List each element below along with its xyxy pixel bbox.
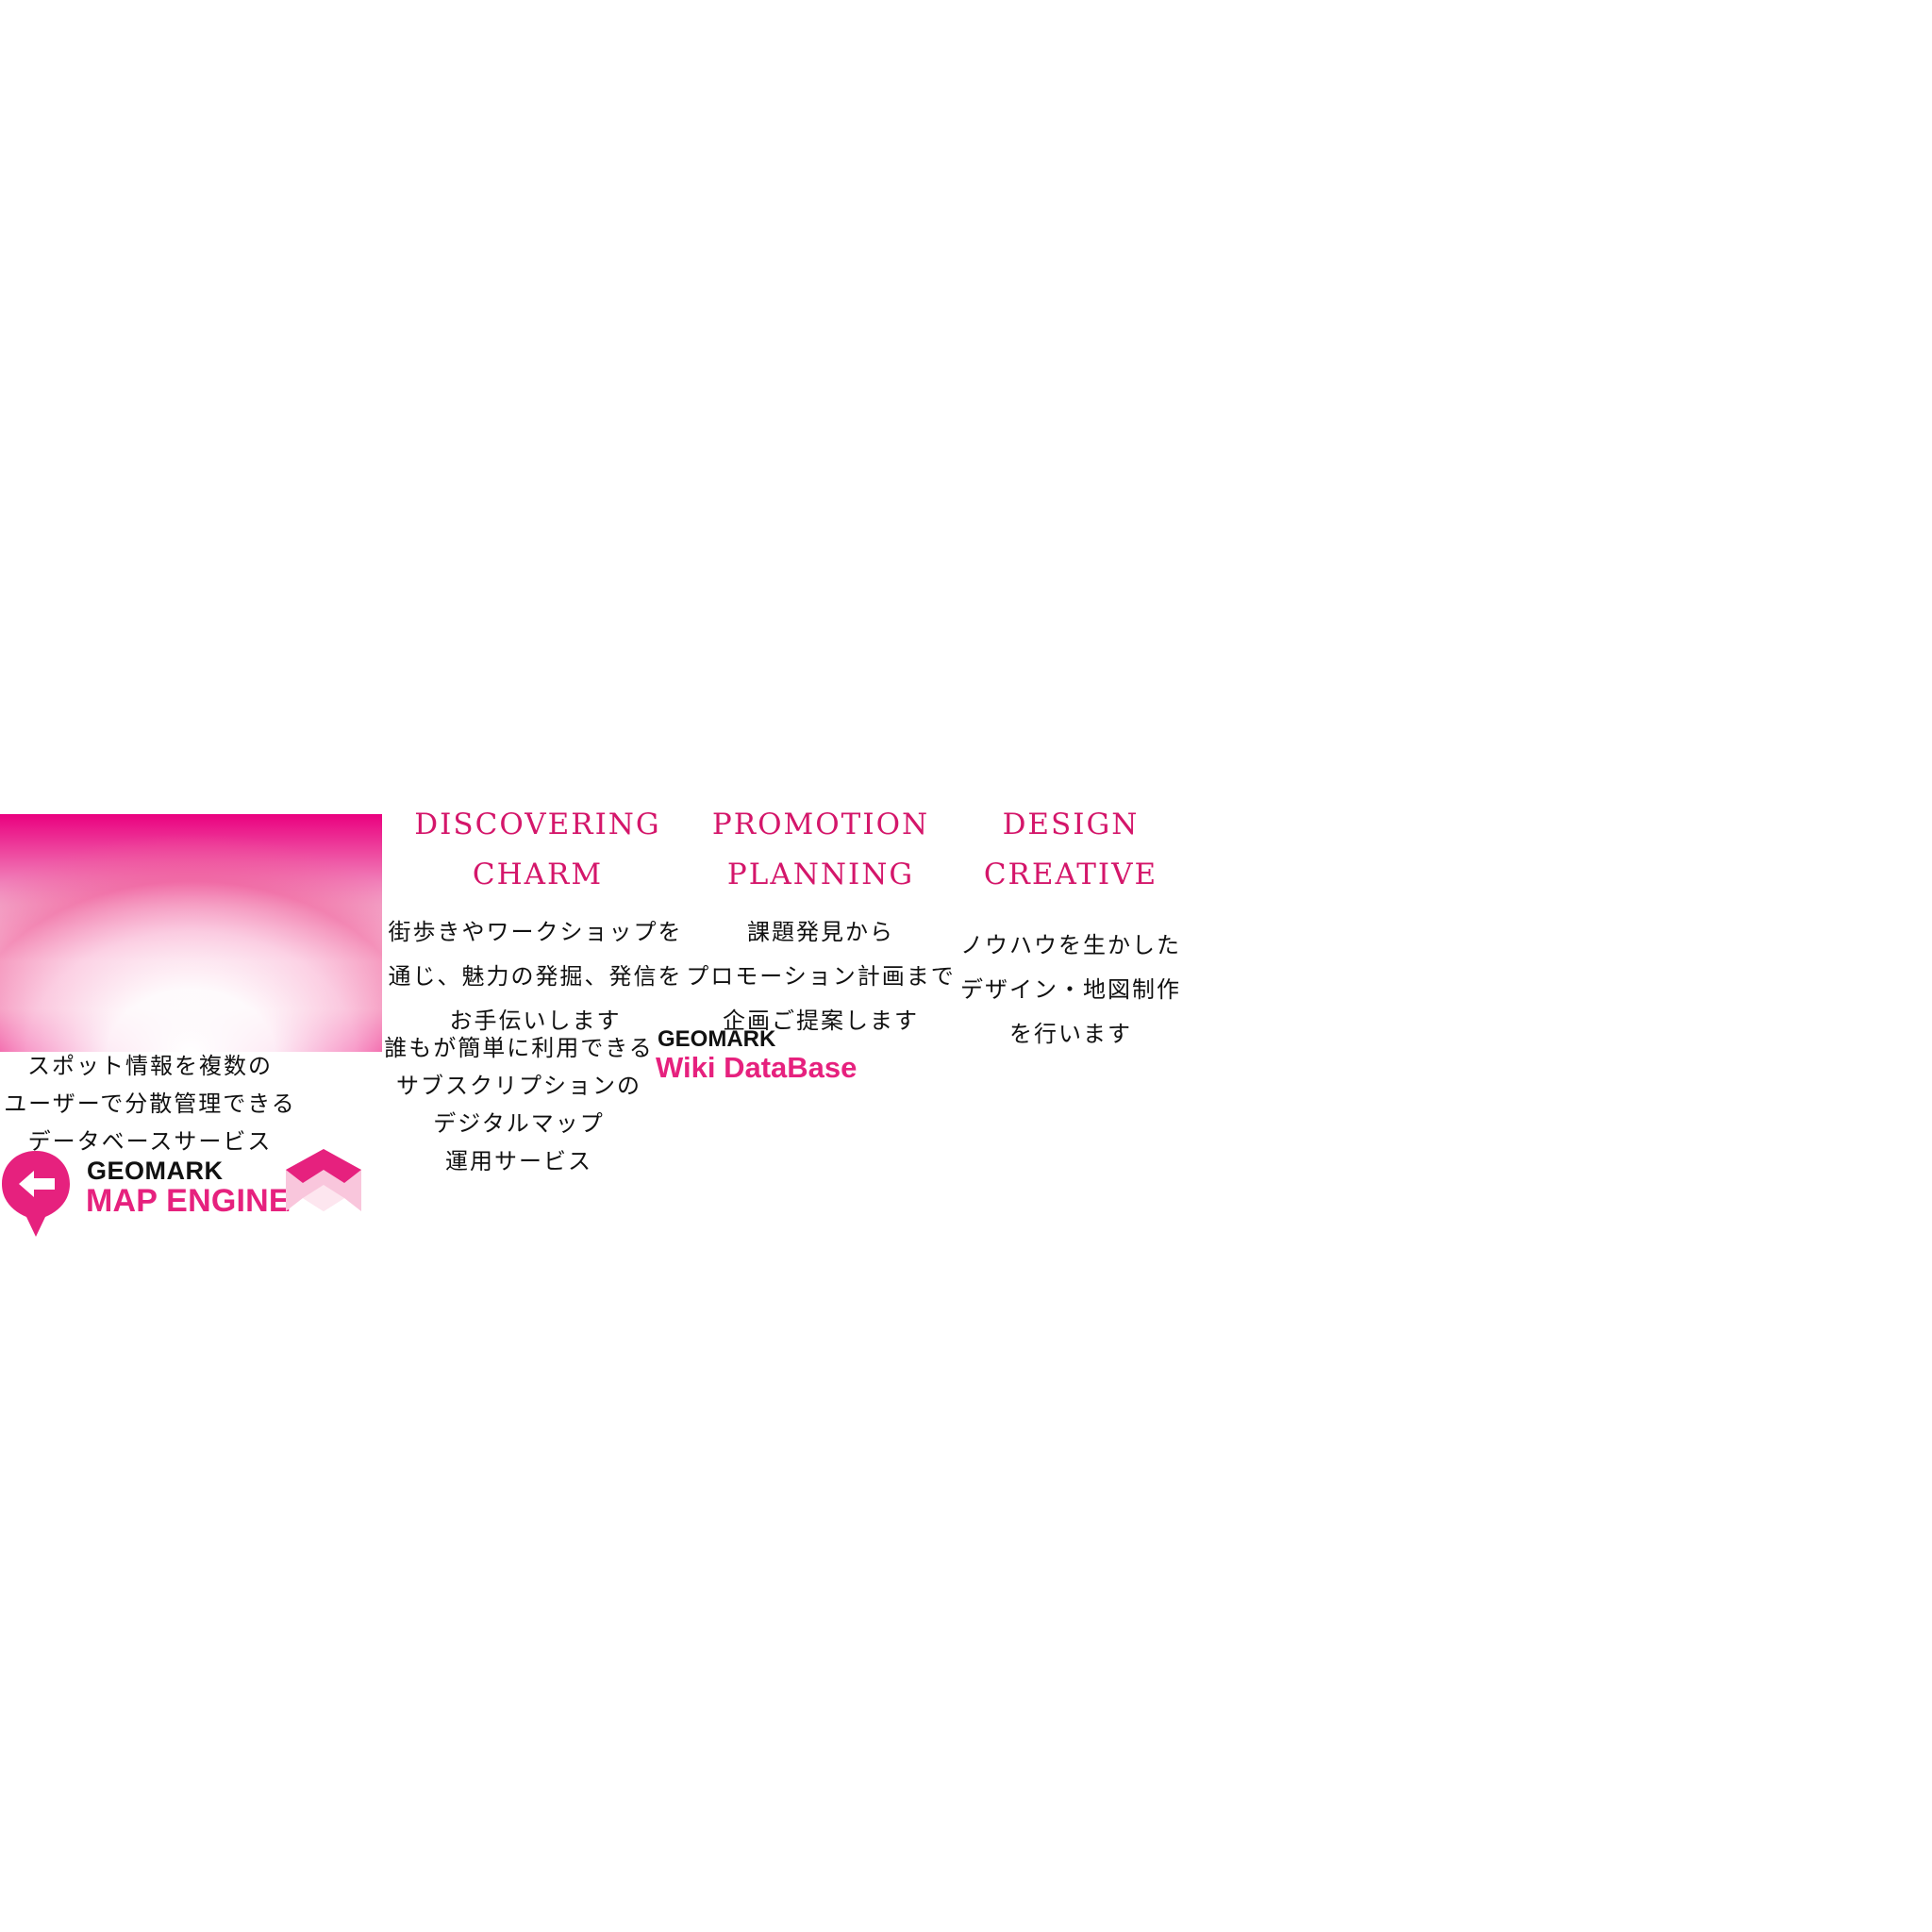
house-roof-icon bbox=[286, 1149, 361, 1211]
body-line: 通じ、魅力の発掘、発信を bbox=[388, 963, 683, 990]
feature-heading-discovering-charm: DISCOVERING CHARM bbox=[396, 800, 679, 900]
heading-line: DESIGN bbox=[1002, 808, 1140, 841]
body-line: 企画ご提案します bbox=[723, 1008, 919, 1034]
heading-line: DISCOVERING bbox=[414, 808, 661, 841]
description-line: ユーザーで分散管理できる bbox=[4, 1091, 296, 1117]
wiki-database-description: 誰もが簡単に利用できる サブスクリプションの デジタルマップ 運用サービス bbox=[377, 1029, 660, 1180]
body-line: デザイン・地図制作 bbox=[960, 976, 1181, 1003]
body-line: プロモーション計画まで bbox=[686, 963, 956, 990]
feature-body-promotion-planning: 課題発見から プロモーション計画まで 企画ご提案します bbox=[670, 910, 972, 1043]
heading-line: CREATIVE bbox=[983, 858, 1158, 891]
body-line: を行います bbox=[1009, 1021, 1132, 1047]
map-pin-arrow-icon bbox=[2, 1151, 70, 1237]
logo-brand-geomark: GEOMARK bbox=[87, 1157, 224, 1185]
heading-line: PLANNING bbox=[726, 858, 915, 891]
logo-brand-geomark: GEOMARK bbox=[658, 1026, 776, 1052]
logo-product-map-engine: MAP ENGINE bbox=[86, 1183, 291, 1219]
body-line: 街歩きやワークショップを bbox=[388, 919, 683, 945]
description-line: デジタルマップ bbox=[433, 1110, 605, 1137]
map-engine-logo-link[interactable]: GEOMARK MAP ENGINE bbox=[0, 1149, 362, 1239]
body-line: お手伝いします bbox=[449, 1008, 622, 1034]
body-line: ノウハウを生かした bbox=[960, 932, 1181, 958]
map-engine-description: スポット情報を複数の ユーザーで分散管理できる データベースサービス bbox=[0, 1047, 300, 1160]
description-line: データベースサービス bbox=[27, 1128, 273, 1155]
wiki-database-logo-link[interactable]: GEOMARK Wiki DataBase bbox=[656, 1026, 873, 1092]
hero-gradient-image bbox=[0, 814, 382, 1052]
feature-heading-design-creative: DESIGN CREATIVE bbox=[953, 800, 1189, 900]
logo-product-wiki-database: Wiki DataBase bbox=[656, 1051, 858, 1084]
feature-body-design-creative: ノウハウを生かした デザイン・地図制作 を行います bbox=[953, 924, 1189, 1057]
description-line: サブスクリプションの bbox=[396, 1073, 641, 1099]
feature-body-discovering-charm: 街歩きやワークショップを 通じ、魅力の発掘、発信を お手伝いします bbox=[377, 910, 693, 1043]
description-line: スポット情報を複数の bbox=[27, 1053, 273, 1079]
body-line: 課題発見から bbox=[747, 919, 894, 945]
feature-heading-promotion-planning: PROMOTION PLANNING bbox=[689, 800, 953, 900]
heading-line: PROMOTION bbox=[711, 808, 930, 841]
description-line: 誰もが簡単に利用できる bbox=[384, 1035, 654, 1061]
description-line: 運用サービス bbox=[445, 1148, 592, 1174]
heading-line: CHARM bbox=[472, 858, 604, 891]
